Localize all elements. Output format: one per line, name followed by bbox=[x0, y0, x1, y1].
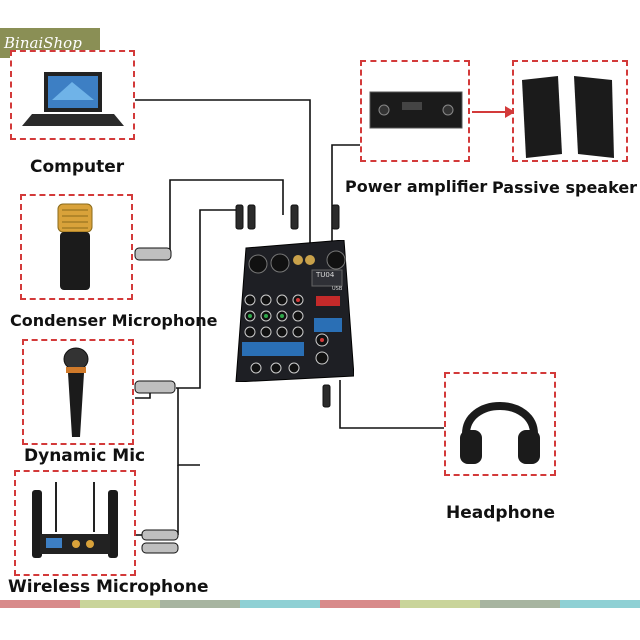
power-amp-box bbox=[360, 60, 470, 162]
stripe-segment bbox=[0, 600, 80, 608]
laptop-icon bbox=[22, 72, 124, 126]
headphone-label: Headphone bbox=[446, 503, 555, 523]
dynamic-mic-icon bbox=[63, 347, 89, 437]
headphone-box bbox=[444, 372, 556, 476]
condenser-mic-icon bbox=[57, 203, 93, 290]
computer-label: Computer bbox=[30, 157, 125, 177]
xlr-plug-3 bbox=[141, 529, 179, 541]
cable-power-amp bbox=[331, 144, 360, 250]
jack-plug-5 bbox=[322, 384, 331, 408]
jack-plug-4 bbox=[331, 204, 340, 230]
speaker-icon bbox=[522, 76, 614, 158]
stripe-segment bbox=[400, 600, 480, 608]
mixer-model-label: TU04 bbox=[316, 271, 335, 279]
jack-plug-3 bbox=[290, 204, 299, 230]
stripe-segment bbox=[480, 600, 560, 608]
stripe-segment bbox=[80, 600, 160, 608]
mixer-usb-label: USB bbox=[332, 286, 343, 292]
stripe-segment bbox=[240, 600, 320, 608]
audio-mixer: TU04 USB bbox=[232, 240, 354, 382]
stripe-segment bbox=[320, 600, 400, 608]
jack-plug-2 bbox=[247, 204, 256, 230]
stripe-segment bbox=[560, 600, 640, 608]
headphone-icon bbox=[460, 402, 540, 464]
xlr-plug-2 bbox=[134, 380, 176, 394]
signal-arrow bbox=[472, 106, 515, 118]
passive-speaker-label: Passive speaker bbox=[492, 178, 638, 197]
power-amp-label: Power amplifier bbox=[345, 177, 488, 196]
xlr-plug-1 bbox=[134, 247, 172, 261]
cable-computer bbox=[135, 99, 311, 248]
cable-headphone bbox=[339, 380, 445, 429]
passive-speaker-box bbox=[512, 60, 628, 162]
xlr-plug-4 bbox=[141, 542, 179, 554]
condenser-mic-box bbox=[20, 194, 133, 300]
computer-box bbox=[10, 50, 135, 140]
jack-plug-1 bbox=[235, 204, 244, 230]
wireless-mic-box bbox=[14, 470, 136, 576]
dynamic-mic-box bbox=[22, 339, 134, 445]
condenser-mic-label: Condenser Microphone bbox=[10, 311, 218, 330]
wireless-mic-icon bbox=[32, 482, 118, 558]
cable-dynamic bbox=[176, 209, 240, 389]
wireless-mic-label: Wireless Microphone bbox=[8, 577, 209, 597]
amplifier-icon bbox=[369, 91, 463, 129]
dynamic-mic-label: Dynamic Mic bbox=[24, 446, 146, 466]
stripe-segment bbox=[160, 600, 240, 608]
